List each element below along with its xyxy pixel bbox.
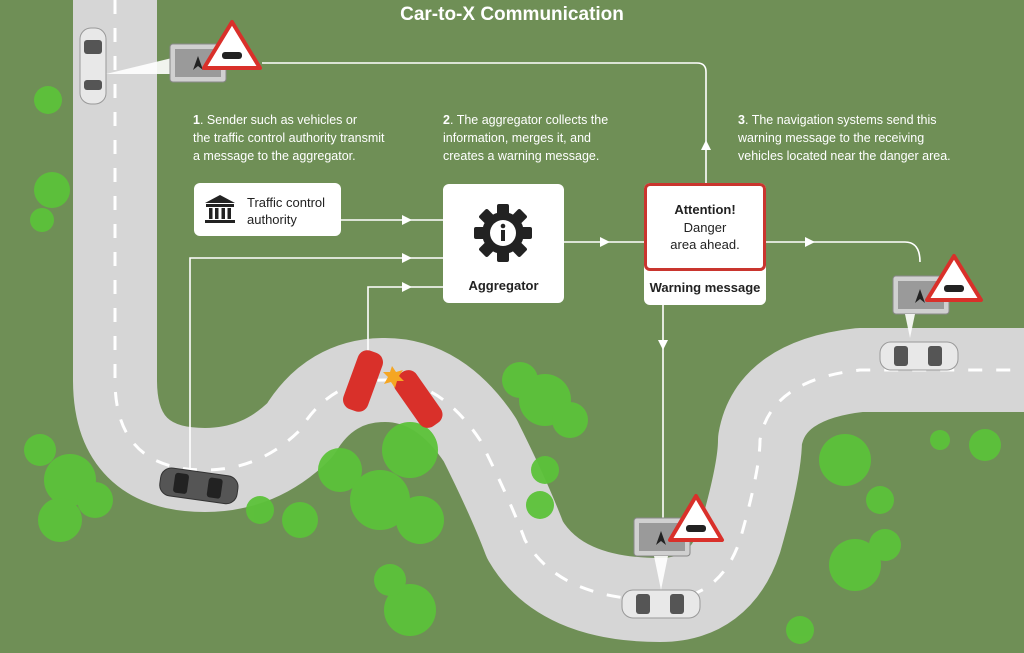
- step-1-line-3: a message to the aggregator.: [193, 149, 356, 163]
- trees: [24, 86, 1001, 644]
- bank-building-icon: [205, 195, 235, 223]
- connector-warning-to-right-car: [766, 241, 921, 263]
- step-2-line-2: information, merges it, and: [443, 131, 591, 145]
- step-2-number: 2: [443, 113, 450, 127]
- warning-message-label: Warning message: [649, 280, 761, 295]
- diagram-title: Car-to-X Communication: [400, 4, 624, 25]
- warning-message-frame: [644, 183, 766, 271]
- connector-warning-to-top-car: [262, 62, 707, 183]
- car-left-bottom: [159, 467, 239, 505]
- warning-triangle-icon: [668, 494, 724, 542]
- nav-unit-right: [892, 254, 983, 338]
- step-2-text: 2. The aggregator collects the informati…: [443, 113, 609, 163]
- step-3-line-2: warning message to the receiving: [738, 131, 925, 145]
- step-3-text: 3. The navigation systems send this warn…: [738, 113, 951, 163]
- warning-text: Danger area ahead.: [644, 219, 766, 253]
- traffic-control-label: Traffic control authority: [247, 194, 325, 228]
- connector-crash-to-aggregator: [367, 286, 443, 370]
- step-3-line-3: vehicles located near the danger area.: [738, 149, 951, 163]
- warning-line-2: area ahead.: [670, 237, 740, 252]
- step-1-text: 1. Sender such as vehicles or the traffi…: [193, 113, 385, 163]
- nav-unit-top: [169, 20, 262, 83]
- traffic-control-line-2: authority: [247, 212, 297, 227]
- step-3-line-1: The navigation systems send this: [751, 113, 937, 127]
- aggregator-label: Aggregator: [468, 278, 539, 293]
- nav-unit-bottom: [633, 494, 724, 590]
- aggregator-box: Aggregator: [443, 184, 564, 303]
- car-top: [79, 27, 107, 105]
- warning-triangle-icon: [202, 20, 262, 70]
- step-1-number: 1: [193, 113, 200, 127]
- car-bottom: [621, 589, 701, 619]
- step-1-line-2: the traffic control authority transmit: [193, 131, 385, 145]
- step-3-number: 3: [738, 113, 745, 127]
- crash-burst-icon: [383, 366, 404, 388]
- signal-beam-top: [106, 58, 172, 74]
- crash-cars: [342, 350, 443, 428]
- step-2-line-1: The aggregator collects the: [456, 113, 609, 127]
- warning-message-box: Attention! Danger area ahead. Warning me…: [644, 183, 766, 305]
- arrowheads: [402, 140, 815, 350]
- step-2-line-3: creates a warning message.: [443, 149, 600, 163]
- step-1-line-1: Sender such as vehicles or: [206, 113, 357, 127]
- connector-car-to-aggregator: [189, 257, 443, 482]
- gear-info-icon: [474, 204, 532, 262]
- traffic-control-box: Traffic control authority: [194, 183, 341, 236]
- warning-title: Attention!: [674, 202, 736, 217]
- car-right: [879, 341, 959, 371]
- warning-line-1: Danger: [683, 220, 727, 235]
- traffic-control-line-1: Traffic control: [247, 195, 326, 210]
- connectors: [189, 62, 921, 520]
- warning-triangle-icon: [925, 254, 983, 302]
- road: [73, 0, 1024, 642]
